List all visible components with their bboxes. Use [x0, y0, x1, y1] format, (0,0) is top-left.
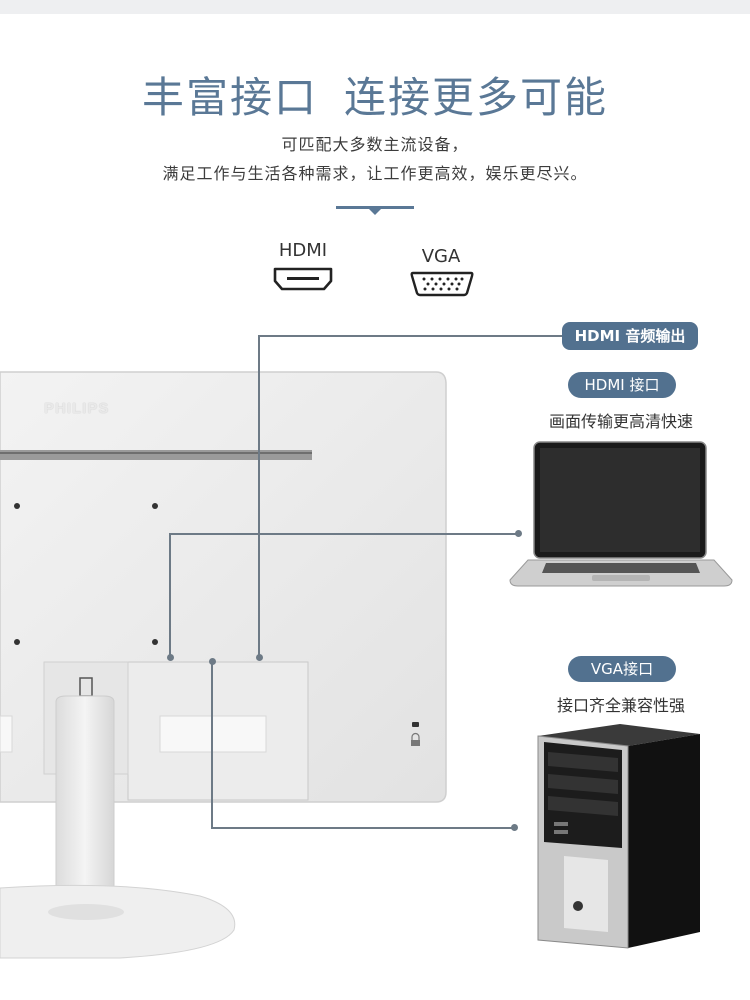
subtitle-line-1: 可匹配大多数主流设备，: [281, 135, 469, 154]
vga-description: 接口齐全兼容性强: [556, 696, 685, 715]
title-right: 连接更多可能: [344, 73, 609, 122]
hdmi-port-label: HDMI: [278, 240, 328, 261]
hdmi-port-icon: [273, 267, 333, 291]
vga-interface-badge: VGA接口: [568, 656, 676, 682]
divider-arrow: [369, 209, 381, 215]
laptop-illustration: [509, 441, 733, 587]
monitor-rear-illustration: [0, 371, 447, 959]
hdmi-connector-line-v: [169, 534, 171, 658]
vga-port-label: VGA: [421, 246, 461, 267]
vga-port-icon: [410, 271, 474, 297]
page-title: 丰富接口连接更多可能: [0, 64, 750, 125]
audio-port-dot: [256, 654, 263, 661]
vga-connector-line-v: [211, 662, 213, 828]
subtitle-line-2: 满足工作与生活各种需求，让工作更高效，娱乐更尽兴。: [162, 164, 588, 183]
laptop-connection-dot: [515, 530, 522, 537]
hdmi-description: 画面传输更高清快速: [548, 412, 693, 431]
vga-connector-line-h: [211, 827, 515, 829]
vga-port-dot: [209, 658, 216, 665]
title-left: 丰富接口: [141, 73, 318, 122]
hdmi-port-dot: [167, 654, 174, 661]
desktop-pc-illustration: [537, 724, 700, 949]
hdmi-connector-line-h: [169, 533, 519, 535]
section-divider: [336, 206, 414, 209]
top-strip: [0, 0, 750, 14]
hdmi-interface-badge: HDMI 接口: [568, 372, 676, 398]
hdmi-audio-badge: HDMI 音频输出: [562, 322, 698, 350]
monitor-brand-logo: PHILIPS: [44, 400, 110, 417]
audio-connector-line-v: [258, 336, 260, 658]
audio-connector-line-h: [258, 335, 562, 337]
pc-connection-dot: [511, 824, 518, 831]
